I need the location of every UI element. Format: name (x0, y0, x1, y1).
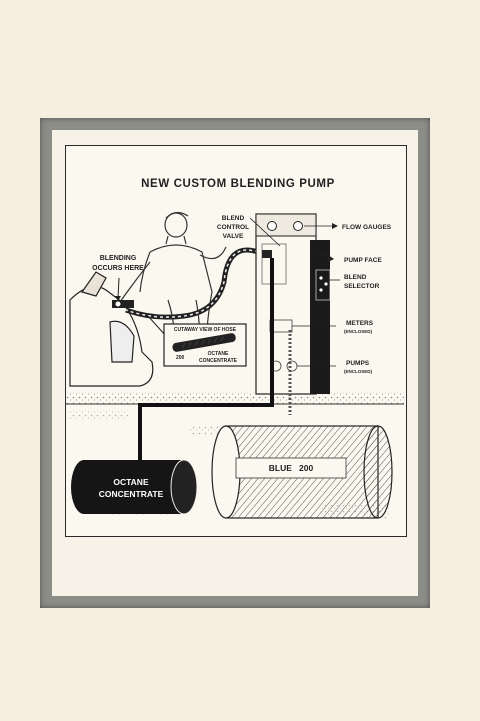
blue-tank-label: BLUE 200 (269, 463, 314, 473)
cutaway-label: CUTAWAY VIEW OF HOSE (174, 327, 237, 333)
diagram-title: NEW CUSTOM BLENDING PUMP (141, 178, 335, 190)
blend-valve-label-2: CONTROL (217, 224, 249, 231)
pump-face-label: PUMP FACE (344, 257, 382, 264)
cutaway-octane-label-2: CONCENTRATE (199, 358, 238, 364)
meters-label: METERS (346, 320, 374, 327)
blend-valve-label-1: BLEND (222, 215, 245, 222)
flow-gauges-label: FLOW GAUGES (342, 224, 392, 231)
pump-body (255, 213, 331, 395)
flow-gauge-left (267, 221, 277, 231)
car-silhouette (69, 271, 154, 387)
blend-selector-label-2: SELECTOR (344, 283, 380, 290)
blend-valve-label-3: VALVE (223, 233, 244, 240)
underground-pipes (138, 258, 292, 468)
blending-occurs-label-1: BLENDING (100, 255, 137, 262)
blend-selector-label-1: BLEND (344, 274, 367, 281)
hose (125, 247, 259, 320)
octane-tank-label-1: OCTANE (113, 477, 149, 487)
cutaway-hose-inset: CUTAWAY VIEW OF HOSE 200 OCTANE CONCENTR… (147, 315, 247, 367)
nozzle-blending-point (112, 277, 134, 308)
blend-control-valve (262, 250, 272, 258)
cutaway-octane-label-1: OCTANE (208, 351, 229, 357)
blue-200-tank: BLUE 200 (211, 425, 393, 519)
octane-concentrate-tank: OCTANE CONCENTRATE (71, 459, 198, 515)
pumps-label: PUMPS (346, 360, 370, 367)
meters-enclosed-label: (ENCLOSED) (344, 329, 373, 334)
flow-gauge-right (293, 221, 303, 231)
cutaway-200-label: 200 (176, 355, 185, 361)
octane-tank-label-2: CONCENTRATE (99, 489, 164, 499)
blending-occurs-label-2: OCCURS HERE (92, 265, 144, 272)
pumps-enclosed-label: (ENCLOSED) (344, 369, 373, 374)
